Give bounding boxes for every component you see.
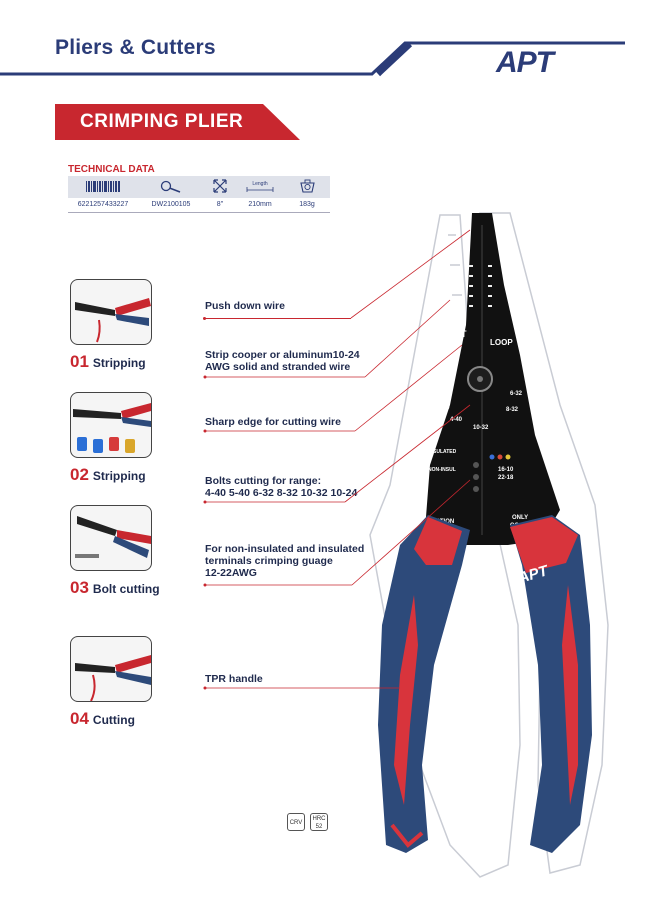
weight-icon — [284, 176, 330, 198]
feature-cutting-edge: Sharp edge for cutting wire — [205, 416, 341, 428]
step-04-image — [70, 636, 152, 702]
step-02-image — [70, 392, 152, 458]
bolt-8-32: 8-32 — [506, 407, 519, 413]
page-title: Pliers & Cutters — [55, 36, 216, 59]
bolt-6-32: 6-32 — [510, 391, 523, 397]
non-insul-label: NON-INSUL — [428, 467, 456, 473]
crimping-plier-illustration: CUT LOOP 5-40 10-24 4-40 10-32 6-32 8-32… — [369, 212, 609, 878]
step-03-image — [70, 505, 152, 571]
step-01-number: 01 — [70, 352, 89, 371]
bolt-4-40: 4-40 — [450, 417, 463, 423]
step-03-number: 03 — [70, 578, 89, 597]
step-01-image — [70, 279, 152, 345]
feature-push-wire: Push down wire — [205, 300, 285, 312]
loop-label: LOOP — [490, 338, 513, 347]
step-02-number: 02 — [70, 465, 89, 484]
bolt-10-24: 10-24 — [434, 405, 450, 411]
size-icon — [204, 176, 236, 198]
product-banner — [55, 104, 300, 140]
weight-value: 183g — [284, 198, 330, 213]
crv-badge: CRV — [287, 813, 305, 831]
hrc-badge: HRC 52 — [310, 813, 328, 831]
model-value: DW2100105 — [138, 198, 204, 213]
bolt-10-32: 10-32 — [473, 425, 489, 431]
search-icon — [138, 176, 204, 198]
feature-tpr-handle: TPR handle — [205, 673, 263, 685]
technical-data-title: TECHNICAL DATA — [68, 164, 155, 175]
gauge-16-10: 16-10 — [498, 467, 514, 473]
product-title: CRIMPING PLIER — [80, 111, 244, 132]
size-value: 8" — [204, 198, 236, 213]
cut-label: CUT — [448, 329, 467, 339]
header-rule — [0, 41, 625, 77]
length-value: 210mm — [236, 198, 284, 213]
barcode-value: 6221257433227 — [68, 198, 138, 213]
brand-logo: APT — [496, 46, 554, 79]
feature-bolt-cutting: Bolts cutting for range:4-40 5-40 6-32 8… — [205, 475, 358, 499]
technical-data-table: Length 6221257433227 DW2100105 8" 210mm … — [68, 176, 330, 213]
callout-line-push — [205, 318, 351, 319]
barcode-icon — [68, 176, 138, 198]
bolt-5-40: 5-40 — [436, 381, 449, 387]
length-icon: Length — [236, 176, 284, 198]
length-label: Length — [252, 180, 268, 187]
gauge-22-18: 22-18 — [498, 475, 514, 481]
insulated-label: INSULATED — [428, 449, 457, 455]
only-label: ONLY — [512, 515, 528, 521]
step-04-number: 04 — [70, 709, 89, 728]
